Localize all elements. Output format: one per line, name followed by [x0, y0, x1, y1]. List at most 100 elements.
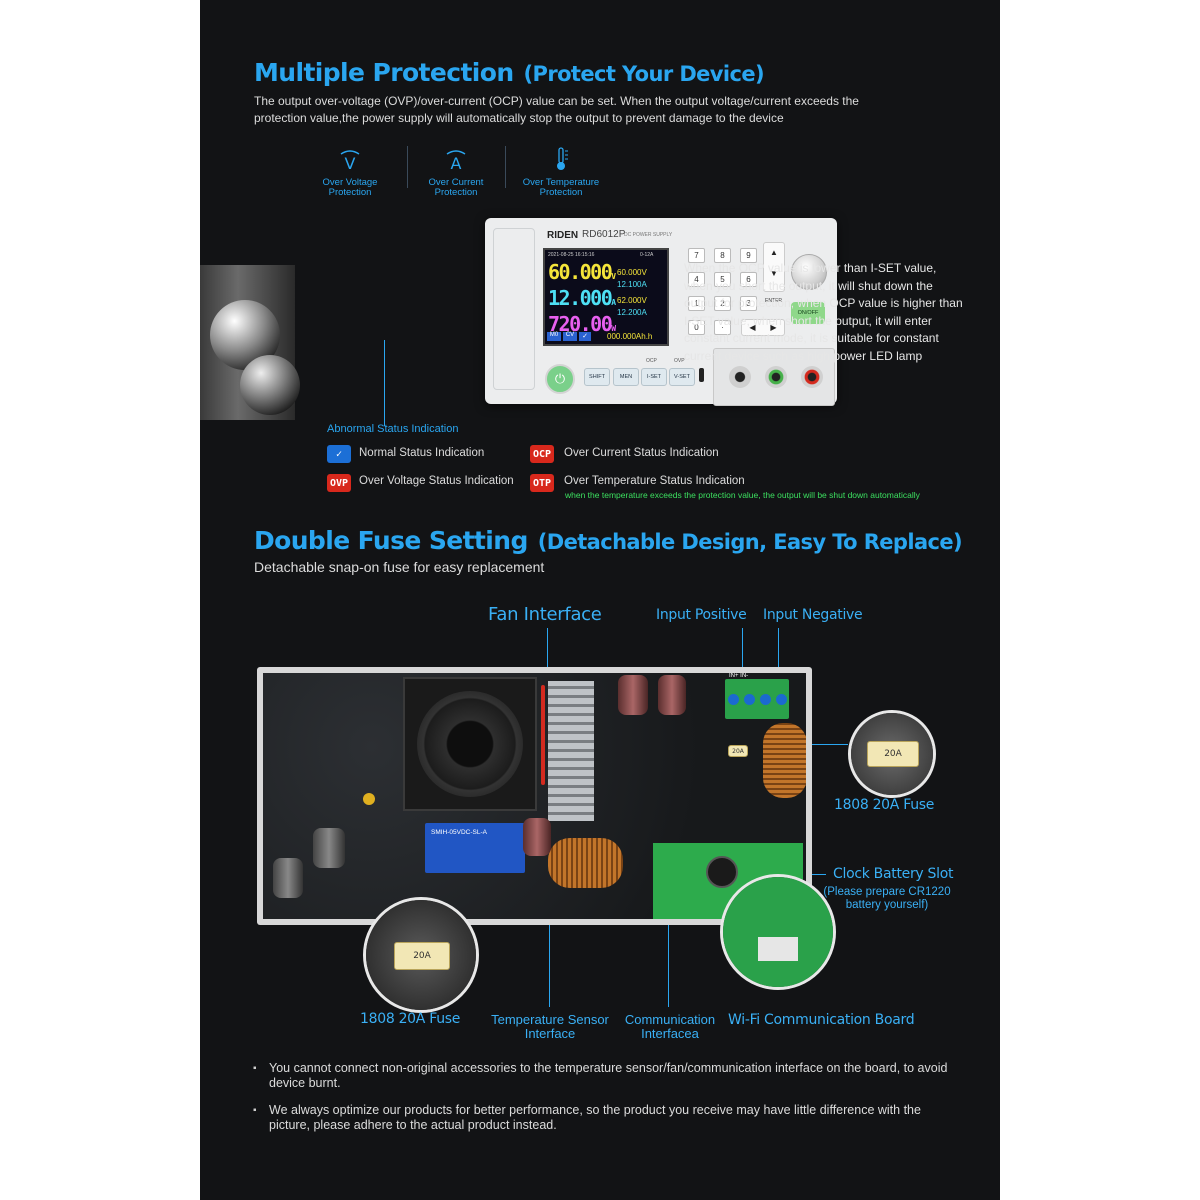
voltage-icon: V — [340, 150, 360, 173]
lcd-prot-voltage: 62.000V — [617, 296, 647, 305]
otp-feature-label: Over Temperature Protection — [522, 177, 600, 198]
rotary-knob[interactable] — [791, 254, 827, 290]
fuse-title-text: Double Fuse Setting — [254, 526, 528, 555]
arrow-down-icon[interactable]: ▼ — [770, 269, 778, 278]
circuit-board: IN+ IN- 20A SMIH-05VDC-SL-A — [263, 673, 806, 919]
model-sub-label: DC POWER SUPPLY — [624, 232, 673, 238]
menu-button[interactable]: MEN — [613, 368, 639, 386]
cooling-fan — [403, 677, 537, 811]
buzzer — [363, 793, 375, 805]
key-7[interactable]: 7 — [688, 248, 705, 263]
ocp-badge: OCP — [530, 445, 554, 463]
key-8[interactable]: 8 — [714, 248, 731, 263]
protection-title: Multiple Protection (Protect Your Device) — [254, 58, 765, 87]
pointer-line — [549, 845, 550, 1007]
ocp-feature: A Over Current Protection — [420, 145, 492, 198]
lcd-screen: 2021-08-25 16:15:16 0-12A 60.000V 12.000… — [543, 248, 669, 346]
protection-subtitle: (Protect Your Device) — [523, 62, 765, 86]
lcd-prot-current: 12.200A — [617, 308, 647, 317]
wifi-module — [758, 937, 798, 961]
key-6[interactable]: 6 — [740, 272, 757, 287]
key-5[interactable]: 5 — [714, 272, 731, 287]
key-dot[interactable]: · — [714, 320, 731, 335]
input-terminal-label: IN+ IN- — [729, 673, 749, 679]
fuse-right-small: 20A — [728, 745, 748, 757]
arrow-up-icon[interactable]: ▲ — [770, 248, 778, 257]
otp-feature: Over Temperature Protection — [518, 145, 604, 198]
inductor — [763, 723, 806, 798]
ocp-label: OCP — [646, 358, 657, 364]
arrow-keys: ▲ ▼ — [763, 242, 785, 292]
key-3[interactable]: 3 — [740, 296, 757, 311]
lcd-voltage: 60.000V — [548, 260, 616, 284]
fan-blades — [417, 691, 523, 797]
abnormal-status-label: Abnormal Status Indication — [327, 423, 459, 435]
arrow-left-icon[interactable]: ◀ — [749, 323, 756, 332]
power-button[interactable]: ⏻ — [545, 364, 575, 394]
wifi-zoom — [720, 874, 836, 990]
protection-title-text: Multiple Protection — [254, 58, 514, 87]
lcd-capacity: 000.000Ah.h — [607, 332, 653, 341]
relay-label: SMIH-05VDC-SL-A — [431, 829, 487, 836]
model-label: RD6012P — [582, 229, 626, 240]
ocp-feature-label: Over Current Protection — [428, 177, 484, 198]
positive-terminal — [801, 366, 823, 388]
otp-note: when the temperature exceeds the protect… — [565, 490, 920, 500]
fuse-zoom-left: 20A — [363, 897, 479, 1013]
arrow-right-icon[interactable]: ▶ — [770, 323, 777, 332]
key-4[interactable]: 4 — [688, 272, 705, 287]
fan-interface-label: Fan Interface — [488, 604, 602, 625]
lcd-set-current: 12.100A — [617, 280, 647, 289]
wifi-board — [723, 877, 833, 987]
clock-battery-note: (Please prepare CR1220 battery yourself) — [823, 886, 951, 911]
lcd-date: 2021-08-25 16:15:16 — [548, 252, 595, 258]
iset-button[interactable]: I-SET — [641, 368, 667, 386]
output-onoff-button[interactable]: ON/OFF — [791, 302, 825, 324]
otp-badge: OTP — [530, 474, 554, 492]
lcd-range: 0-12A — [640, 252, 654, 258]
divider — [505, 146, 506, 188]
note-item: You cannot connect non-original accessor… — [253, 1061, 959, 1091]
protection-description: The output over-voltage (OVP)/over-curre… — [254, 94, 859, 125]
fuse-left: 20A — [394, 942, 450, 970]
capacitor — [273, 858, 303, 898]
relay: SMIH-05VDC-SL-A — [425, 823, 525, 873]
ovp-feature-label: Over Voltage Protection — [322, 177, 378, 198]
lcd-mode: M0 — [547, 332, 561, 341]
usb-port — [699, 368, 704, 382]
metal-ball — [240, 355, 300, 415]
key-0[interactable]: 0 — [688, 320, 705, 335]
pointer-line — [384, 340, 385, 426]
shift-button[interactable]: SHIFT — [584, 368, 610, 386]
screw-icon — [727, 693, 739, 705]
lcd-check-icon: ✓ — [579, 332, 591, 341]
key-9[interactable]: 9 — [740, 248, 757, 263]
input-negative-label: Input Negative — [763, 607, 863, 623]
power-supply-device: RIDEN RD6012P DC POWER SUPPLY 2021-08-25… — [485, 218, 837, 406]
inductor — [548, 838, 623, 888]
fan-wire — [541, 685, 545, 785]
pointer-line — [668, 883, 669, 1007]
divider — [407, 146, 408, 188]
pointer-line — [742, 628, 743, 668]
clock-battery-label: Clock Battery Slot — [833, 866, 954, 882]
vset-button[interactable]: V-SET — [669, 368, 695, 386]
otp-status-label: Over Temperature Status Indication — [564, 475, 745, 487]
fuse-zoom-right: 20A — [848, 710, 936, 798]
negative-terminal — [729, 366, 751, 388]
pointer-line — [778, 628, 779, 668]
heatsink — [548, 681, 594, 821]
temp-sensor-label: Temperature Sensor Interface — [491, 1012, 609, 1041]
capacitor — [658, 675, 686, 715]
product-panel: Multiple Protection (Protect Your Device)… — [200, 0, 1000, 1200]
fuse-left-label: 1808 20A Fuse — [360, 1011, 461, 1027]
check-icon: ✓ — [327, 445, 351, 463]
fuse-title: Double Fuse Setting (Detachable Design, E… — [254, 526, 963, 555]
key-2[interactable]: 2 — [714, 296, 731, 311]
key-1[interactable]: 1 — [688, 296, 705, 311]
ovp-feature: V Over Voltage Protection — [315, 145, 385, 198]
pointer-line — [547, 628, 548, 692]
svg-text:V: V — [345, 154, 356, 173]
thermometer-icon — [557, 147, 568, 170]
fuse-subtitle: (Detachable Design, Easy To Replace) — [537, 530, 963, 554]
